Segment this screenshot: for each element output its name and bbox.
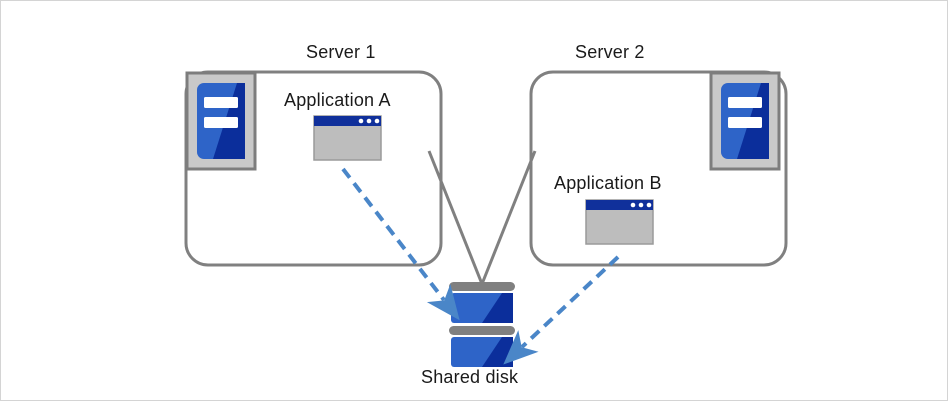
server-1-server-icon bbox=[185, 71, 257, 171]
connector-server-1-to-disk bbox=[427, 150, 484, 285]
arrow-application-a-to-disk bbox=[341, 167, 460, 321]
server-1-label: Server 1 bbox=[306, 42, 376, 62]
arrow-application-b-to-disk bbox=[503, 255, 620, 365]
shared-disk-label: Shared disk bbox=[421, 367, 519, 387]
application-b-label: Application B bbox=[554, 173, 662, 193]
server-2-server-icon bbox=[709, 71, 781, 171]
shared-disk-icon bbox=[449, 282, 515, 367]
server-2-label: Server 2 bbox=[575, 42, 645, 62]
disk-platter-1 bbox=[451, 293, 513, 323]
application-a-label: Application A bbox=[284, 90, 391, 110]
connector-server-2-to-disk bbox=[480, 150, 537, 285]
disk-platter-2 bbox=[451, 337, 513, 367]
application-a-window-icon bbox=[313, 115, 382, 161]
application-b-window-icon bbox=[585, 199, 654, 245]
